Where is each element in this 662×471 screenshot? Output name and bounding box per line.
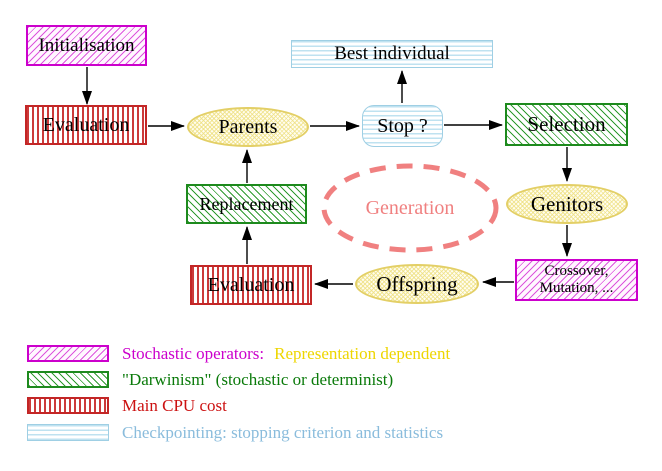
node-evaluation-top: Evaluation <box>25 105 147 145</box>
node-parents: Parents <box>187 107 309 147</box>
node-label: Evaluation <box>42 113 130 136</box>
legend-swatch-red-stripes <box>27 397 109 414</box>
legend-label: Main CPU cost <box>122 397 227 414</box>
node-selection: Selection <box>505 103 628 146</box>
generation-loop-label: Generation <box>323 166 497 250</box>
legend-label: Stochastic operators: Representation depe… <box>122 345 450 362</box>
node-label: Initialisation <box>38 34 135 56</box>
legend-item-darwinism: "Darwinism" (stochastic or determinist) <box>27 371 393 388</box>
node-label: Replacement <box>199 193 294 214</box>
legend-label-primary: "Darwinism" (stochastic or determinist) <box>122 370 394 389</box>
node-genitors: Genitors <box>506 184 628 224</box>
legend-label: "Darwinism" (stochastic or determinist) <box>122 371 393 388</box>
node-label: Offspring <box>376 271 458 296</box>
legend-label-primary: Stochastic operators: <box>122 344 265 363</box>
node-label: Selection <box>527 112 606 136</box>
node-label: Genitors <box>530 191 604 216</box>
legend-label-primary: Checkpointing: stopping criterion and st… <box>122 423 444 442</box>
node-replacement: Replacement <box>186 184 307 224</box>
node-label: Generation <box>365 196 455 219</box>
legend-swatch-magenta-hatch <box>27 345 109 362</box>
legend-item-main-cpu-cost: Main CPU cost <box>27 397 227 414</box>
legend-swatch-cyan-stripes <box>27 424 109 441</box>
node-evaluation-bottom: Evaluation <box>190 265 312 305</box>
legend-label-secondary: Representation dependent <box>274 344 451 363</box>
node-label: Evaluation <box>207 273 295 296</box>
legend-item-stochastic-operators: Stochastic operators: Representation depe… <box>27 345 450 362</box>
node-label: Stop ? <box>377 114 428 137</box>
legend-label-primary: Main CPU cost <box>122 396 227 415</box>
node-stop: Stop ? <box>362 105 443 147</box>
node-crossover-mutation: Crossover, Mutation, ... <box>515 259 638 301</box>
node-label: Parents <box>218 115 278 138</box>
legend-swatch-green-hatch <box>27 371 109 388</box>
node-label-line1: Crossover, <box>544 263 609 279</box>
node-label: Best individual <box>334 43 450 64</box>
node-initialisation: Initialisation <box>26 25 147 66</box>
node-best-individual: Best individual <box>291 40 493 68</box>
node-offspring: Offspring <box>355 264 479 304</box>
legend-item-checkpointing: Checkpointing: stopping criterion and st… <box>27 424 443 441</box>
node-label-line2: Mutation, ... <box>539 280 614 296</box>
legend-label: Checkpointing: stopping criterion and st… <box>122 424 443 441</box>
